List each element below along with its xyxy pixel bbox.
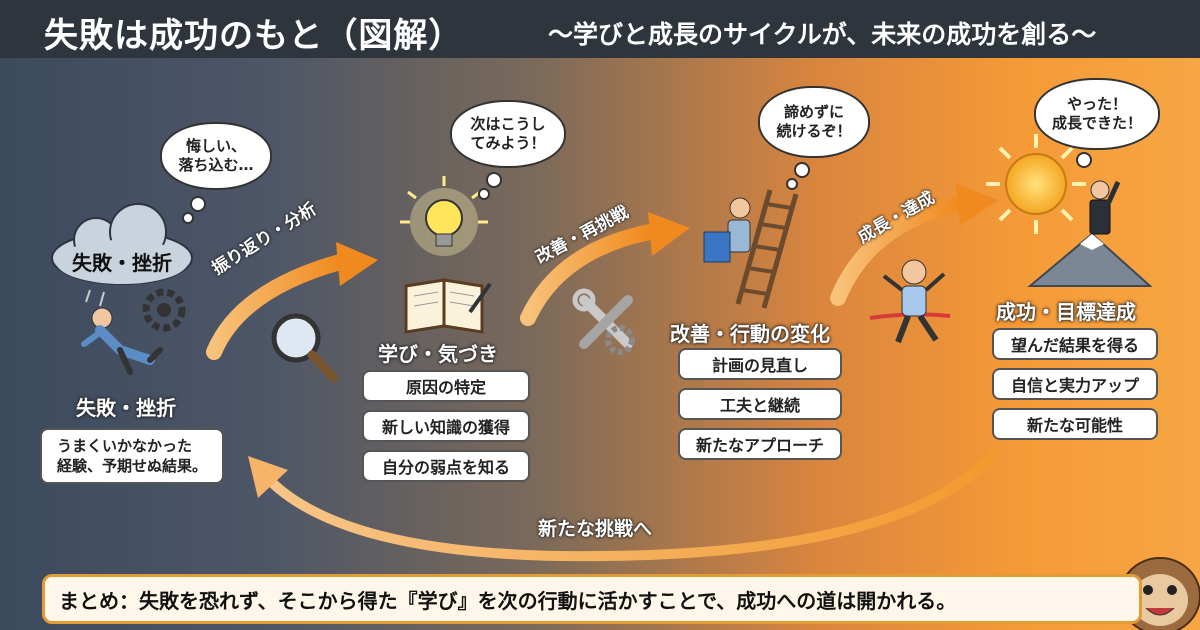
improvement-item: 新たなアプローチ xyxy=(678,428,842,460)
magnifier-icon xyxy=(271,313,339,383)
lightbulb-icon xyxy=(400,176,488,256)
falling-person-icon xyxy=(81,307,163,375)
arrow-new-challenge xyxy=(248,447,1001,562)
stage-title-failure: 失敗・挫折 xyxy=(76,396,176,420)
learning-item: 原因の特定 xyxy=(362,370,530,402)
thought-dot xyxy=(190,196,206,212)
cloud-icon xyxy=(51,203,193,307)
success-item: 新たな可能性 xyxy=(992,408,1158,440)
page-subtitle: 〜学びと成長のサイクルが、未来の成功を創る〜 xyxy=(548,20,1097,49)
arrow-retry xyxy=(520,212,690,326)
thought-dot xyxy=(1076,152,1092,168)
ladder-climber-icon xyxy=(703,189,799,309)
header-bar xyxy=(0,0,1200,58)
thought-bubble-improvement: 諦めずに 続けるぞ！ xyxy=(758,86,870,158)
arrow-reflect xyxy=(206,242,378,360)
sun-icon xyxy=(986,134,1086,234)
thought-dot xyxy=(786,178,798,190)
arrow-growth xyxy=(830,184,998,306)
success-item: 自信と実力アップ xyxy=(992,368,1158,400)
thought-bubble-learning: 次はこうし てみよう！ xyxy=(450,100,566,168)
thought-bubble-success: やった！ 成長できた！ xyxy=(1034,78,1160,150)
learning-item: 新しい知識の獲得 xyxy=(362,410,530,442)
stage-title-improvement: 改善・行動の変化 xyxy=(670,322,830,346)
thought-dot xyxy=(794,162,810,178)
mountain-summit-icon xyxy=(1027,180,1153,287)
broken-gear-icon xyxy=(142,288,186,332)
page-title: 失敗は成功のもと（図解） xyxy=(44,16,464,56)
improvement-item: 計画の見直し xyxy=(678,348,842,380)
stage-title-success: 成功・目標達成 xyxy=(996,300,1136,324)
stage-title-learning: 学び・気づき xyxy=(378,342,498,366)
summary-banner: まとめ：失敗を恐れず、そこから得た『学び』を次の行動に活かすことで、成功への道は… xyxy=(42,574,1142,624)
tools-icon xyxy=(572,288,635,355)
success-item: 望んだ結果を得る xyxy=(992,328,1158,360)
open-book-icon xyxy=(404,278,492,334)
improvement-item: 工夫と継続 xyxy=(678,388,842,420)
thought-dot xyxy=(478,188,490,200)
learning-item: 自分の弱点を知る xyxy=(362,450,530,482)
thought-dot xyxy=(486,172,502,188)
stage-desc-failure: うまくいかなかった 経験、予期せぬ結果。 xyxy=(40,428,224,484)
celebrating-runner-icon xyxy=(869,259,951,344)
arrow-label-new-challenge: 新たな挑戦へ xyxy=(538,518,653,540)
thought-dot xyxy=(182,212,194,224)
thought-bubble-failure: 悔しい、 落ち込む… xyxy=(160,122,272,190)
cloud-label: 失敗・挫折 xyxy=(72,251,172,275)
